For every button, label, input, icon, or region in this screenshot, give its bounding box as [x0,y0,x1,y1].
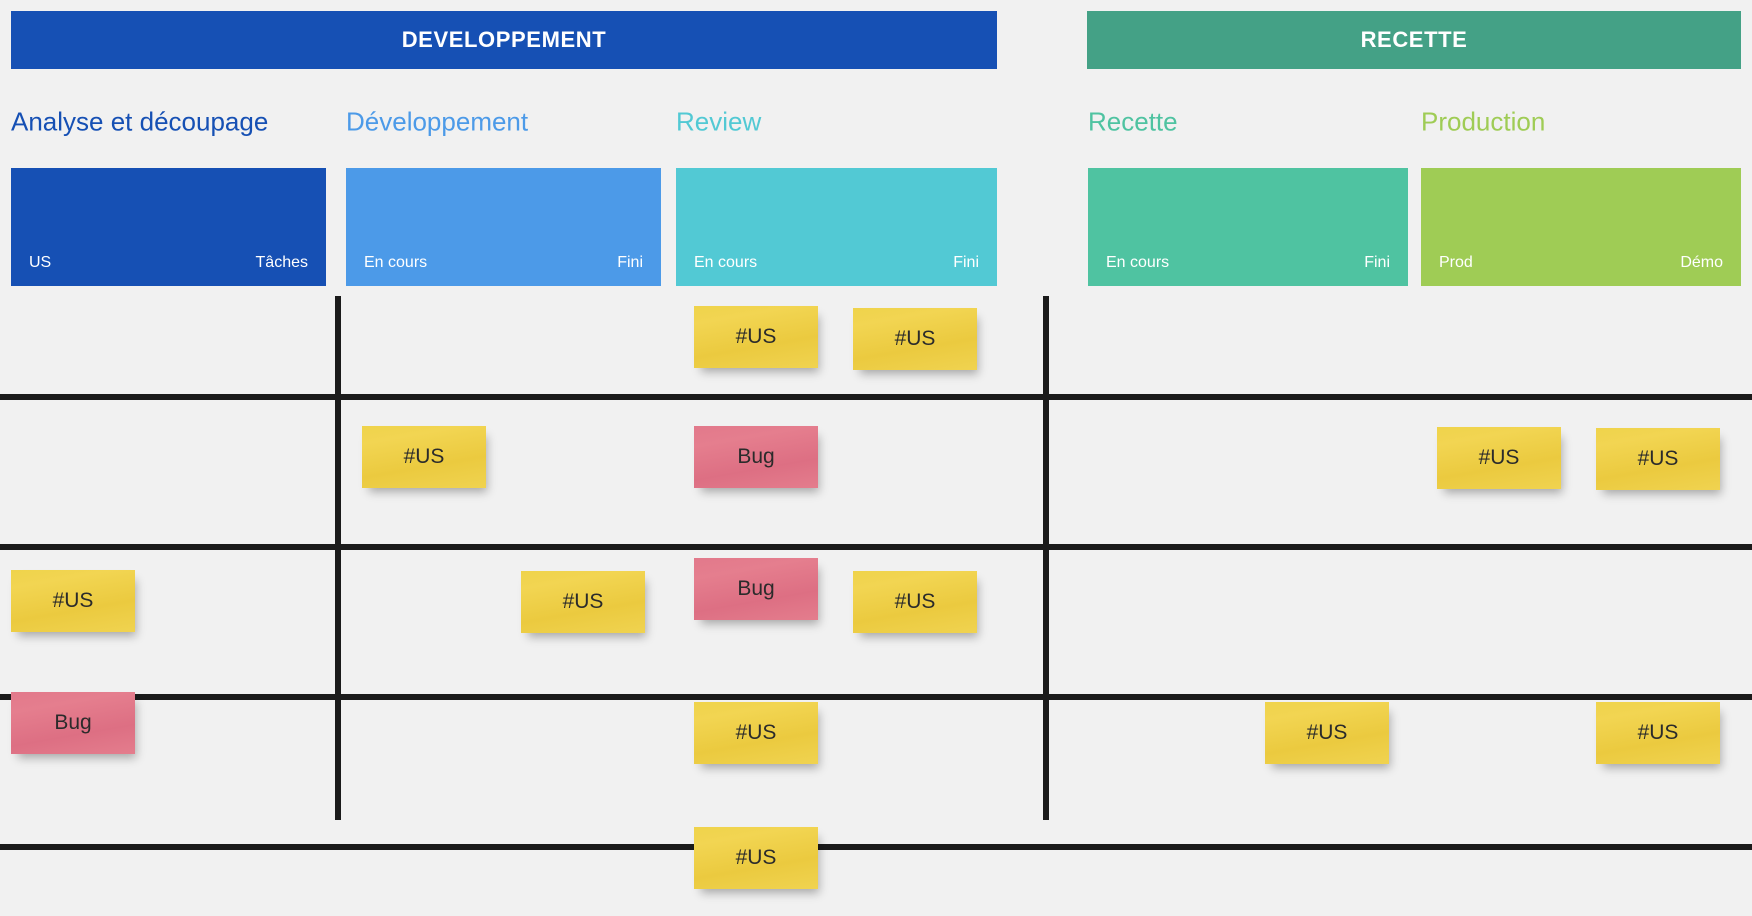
sticky-note[interactable]: Bug [694,426,818,488]
sticky-note[interactable]: #US [1596,702,1720,764]
sticky-note-label: #US [403,445,445,468]
sticky-note-label: Bug [54,711,92,734]
column-lane-label: Démo [1680,254,1723,271]
sticky-note[interactable]: #US [1265,702,1389,764]
sticky-note-label: #US [735,846,777,869]
column-header-1: En cours Fini [346,168,661,286]
column-header-0: US Tâches [11,168,326,286]
sticky-note-label: #US [1637,721,1679,744]
sticky-note[interactable]: Bug [11,692,135,754]
sticky-note[interactable]: #US [694,702,818,764]
sticky-note[interactable]: #US [853,571,977,633]
column-header-2: En cours Fini [676,168,997,286]
sticky-note-label: #US [1478,446,1520,469]
phase-banner-1: RECETTE [1087,11,1741,69]
column-lane-label: Tâches [255,254,308,271]
column-divider-0 [335,296,341,820]
sticky-note[interactable]: #US [362,426,486,488]
sticky-note-label: #US [1306,721,1348,744]
column-lane-label: En cours [694,254,758,271]
phase-banner-0: DEVELOPPEMENT [11,11,997,69]
column-lane-label: Fini [1364,254,1390,271]
sticky-note-label: #US [735,325,777,348]
phase-banner-label: RECETTE [1360,27,1468,52]
column-lane-label: Fini [953,254,979,271]
column-lane-label: Prod [1439,254,1473,271]
sticky-note[interactable]: #US [694,827,818,889]
sticky-note[interactable]: #US [694,306,818,368]
row-divider-0 [0,394,1752,400]
sticky-note-label: Bug [737,445,775,468]
column-divider-1 [1043,296,1049,820]
sticky-note-label: #US [735,721,777,744]
column-lane-label: Fini [617,254,643,271]
row-divider-1 [0,544,1752,550]
column-title-4: Production [1421,106,1546,137]
column-header-3: En cours Fini [1088,168,1408,286]
column-title-3: Recette [1088,106,1178,137]
sticky-note-label: #US [1637,447,1679,470]
column-lane-label: En cours [1106,254,1170,271]
sticky-note[interactable]: #US [853,308,977,370]
sticky-note[interactable]: #US [11,570,135,632]
sticky-note[interactable]: #US [1596,428,1720,490]
sticky-note-label: #US [562,590,604,613]
phase-banner-label: DEVELOPPEMENT [401,27,607,52]
column-lane-label: US [29,254,52,271]
sticky-note-label: #US [894,590,936,613]
column-header-4: Prod Démo [1421,168,1741,286]
row-divider-3 [0,844,1752,850]
sticky-note[interactable]: #US [1437,427,1561,489]
column-title-1: Développement [346,106,529,137]
row-divider-2 [0,694,1752,700]
sticky-note-label: Bug [737,577,775,600]
column-title-2: Review [676,106,762,137]
column-lane-label: En cours [364,254,428,271]
sticky-note-label: #US [52,589,94,612]
column-title-0: Analyse et découpage [11,106,269,137]
sticky-note-label: #US [894,327,936,350]
sticky-note[interactable]: #US [521,571,645,633]
sticky-note[interactable]: Bug [694,558,818,620]
